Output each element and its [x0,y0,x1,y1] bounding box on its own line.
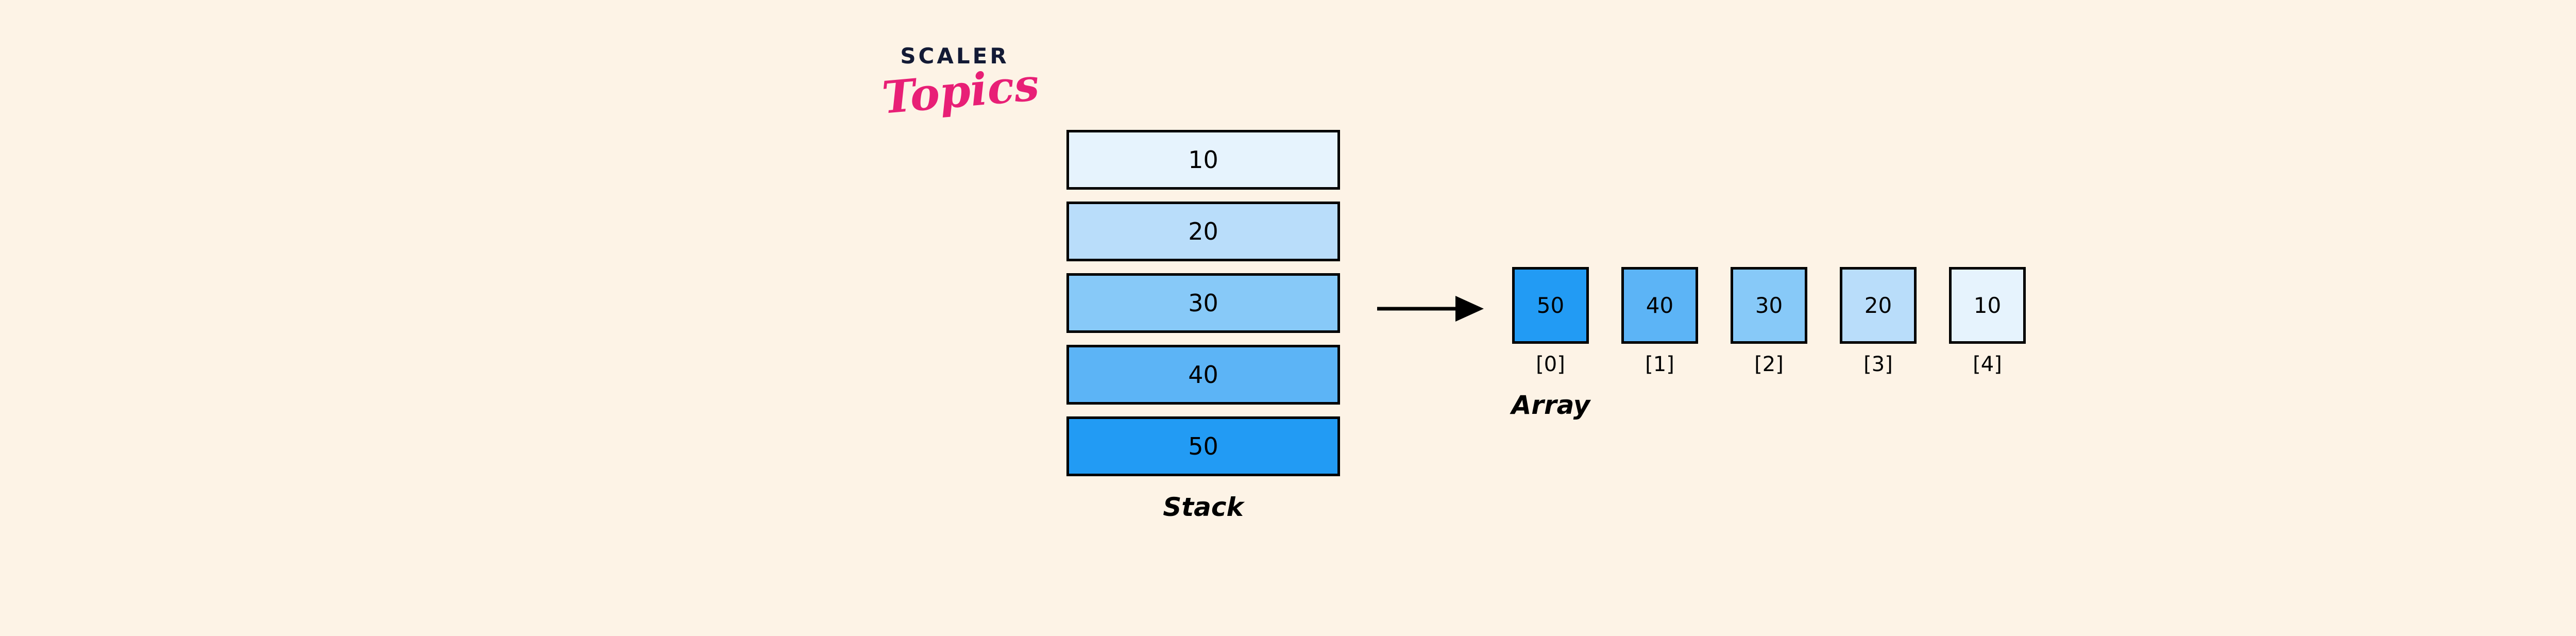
stack-cell: 50 [1066,416,1340,476]
right-arrow-icon [1377,296,1484,322]
array-cell-value: 10 [1973,292,2002,318]
array-cell: 30 [1731,267,1807,344]
array-cell: 20 [1840,267,1917,344]
array-index-label: [4] [1973,353,2002,376]
array-cell-value: 40 [1646,292,1674,318]
stack-cell: 40 [1066,345,1340,405]
stack-cell-value: 30 [1188,289,1218,317]
array-index-label: [3] [1863,353,1893,376]
array-index-label: [2] [1754,353,1784,376]
array-index-label: [1] [1645,353,1674,376]
array-caption-label: Array [1511,390,1590,420]
stack-cell-value: 10 [1188,146,1218,174]
array-cell-value: 50 [1536,292,1565,318]
array-slot: 10 [4] [1949,267,2026,375]
stack-cell-value: 40 [1188,361,1218,389]
stack-caption-label: Stack [1163,492,1244,522]
array-cell-value: 30 [1755,292,1783,318]
array-cell: 40 [1621,267,1698,344]
scaler-topics-logo: SCALER Topics [880,43,1041,143]
array-cell: 50 [1512,267,1589,344]
array-slot: 40 [1] [1621,267,1698,375]
array-cell: 10 [1949,267,2026,344]
array-cell-row: 50 [0] 40 [1] 30 [2] 20 [3] [1512,267,2026,375]
stack-cell-value: 20 [1188,217,1218,245]
array-slot: 50 [0] [1512,267,1589,375]
stack-cell: 10 [1066,130,1340,190]
logo-scaler-wordmark: SCALER [900,43,1009,69]
array-slot: 20 [3] [1840,267,1917,375]
array-slot: 30 [2] [1731,267,1807,375]
array-index-label: [0] [1536,353,1565,376]
stack-cell: 20 [1066,202,1340,261]
array-cell-value: 20 [1864,292,1892,318]
stack-cell-value: 50 [1188,432,1218,460]
stack-cell: 30 [1066,273,1340,333]
stack-diagram: 10 20 30 40 50 [1066,130,1340,476]
logo-topics-wordmark: Topics [880,58,1041,124]
array-diagram: 50 [0] 40 [1] 30 [2] 20 [3] [1512,267,2026,420]
